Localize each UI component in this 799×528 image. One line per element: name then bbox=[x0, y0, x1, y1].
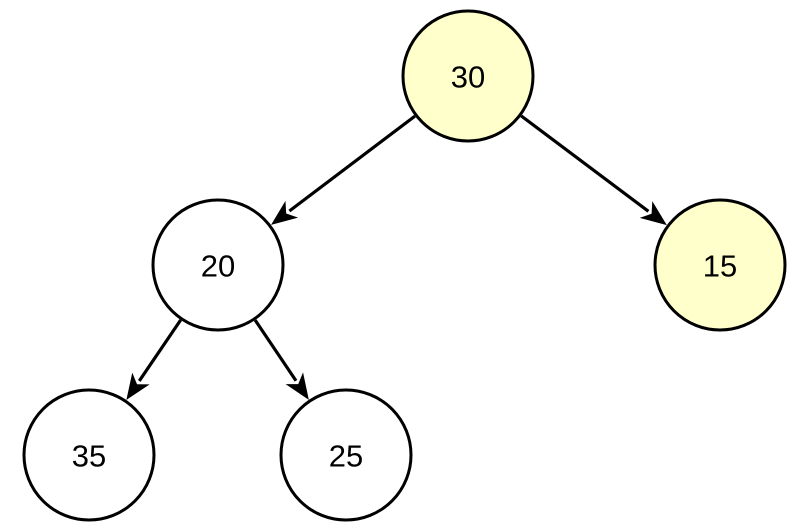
node-circle[interactable] bbox=[653, 198, 787, 332]
nodes-layer: 30 20 15 35 25 bbox=[22, 9, 787, 522]
tree-edge bbox=[520, 114, 667, 226]
edge-line bbox=[288, 114, 416, 213]
edge-arrowhead-icon bbox=[271, 200, 299, 225]
edge-line bbox=[520, 114, 650, 213]
node-label: 25 bbox=[329, 439, 363, 474]
tree-edge bbox=[271, 114, 416, 225]
tree-node[interactable]: 25 bbox=[279, 388, 413, 522]
tree-edge bbox=[253, 319, 309, 400]
node-label: 15 bbox=[703, 249, 737, 284]
edge-line bbox=[253, 319, 298, 382]
node-circle[interactable] bbox=[22, 388, 156, 522]
tree-node[interactable]: 30 bbox=[401, 9, 535, 143]
edge-arrowhead-icon bbox=[285, 372, 309, 400]
tree-node[interactable]: 20 bbox=[151, 198, 285, 332]
node-label: 30 bbox=[451, 60, 485, 95]
tree-edge bbox=[126, 319, 182, 400]
node-circle[interactable] bbox=[279, 388, 413, 522]
edge-arrowhead-icon bbox=[126, 372, 150, 400]
edge-line bbox=[137, 319, 182, 382]
node-circle[interactable] bbox=[401, 9, 535, 143]
node-circle[interactable] bbox=[151, 198, 285, 332]
edges-layer bbox=[126, 114, 667, 400]
node-label: 20 bbox=[201, 249, 235, 284]
edge-arrowhead-icon bbox=[639, 201, 667, 226]
tree-node[interactable]: 35 bbox=[22, 388, 156, 522]
tree-node[interactable]: 15 bbox=[653, 198, 787, 332]
node-label: 35 bbox=[72, 439, 106, 474]
